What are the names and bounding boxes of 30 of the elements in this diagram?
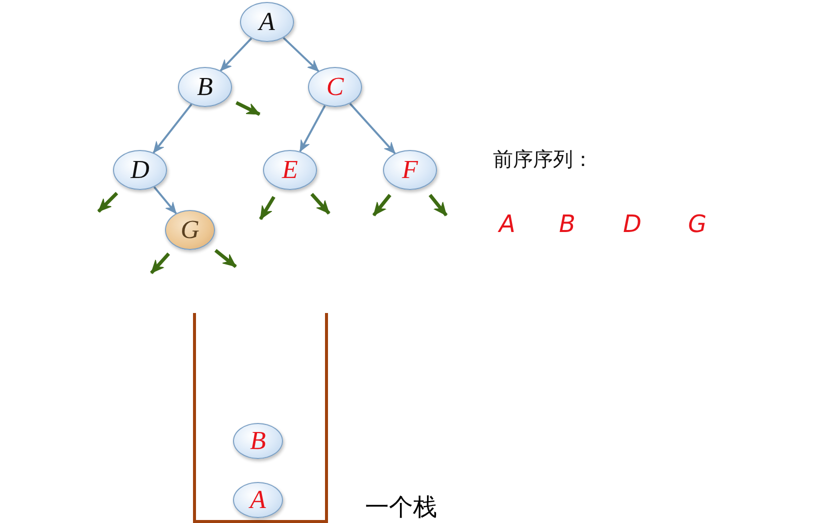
sequence-letter: A	[499, 210, 516, 238]
stack-container	[193, 313, 328, 523]
stack-item-ellipse: A	[233, 482, 283, 518]
sequence-heading: 前序序列：	[493, 146, 593, 173]
null-pointer-arrow	[259, 196, 276, 220]
tree-node-ellipse: A	[240, 2, 294, 42]
tree-node-ellipse: D	[113, 150, 167, 190]
tree-node-ellipse: C	[308, 67, 362, 107]
tree-node-ellipse: F	[383, 150, 437, 190]
arrow	[220, 38, 252, 72]
null-pointer-arrow	[97, 192, 118, 213]
null-pointer-arrow	[214, 249, 237, 268]
arrow	[152, 104, 192, 154]
tree-node-ellipse: G	[165, 210, 215, 250]
null-pointer-arrow	[150, 252, 170, 274]
null-pointer-arrow	[236, 101, 260, 116]
sequence-letter: D	[623, 210, 642, 238]
arrow	[282, 37, 320, 72]
null-pointer-arrow	[310, 192, 330, 215]
tree-node-ellipse: E	[263, 150, 317, 190]
tree-node-ellipse: B	[178, 67, 232, 107]
arrow	[299, 105, 326, 152]
stack-caption: 一个栈	[365, 492, 437, 523]
arrow	[153, 186, 177, 214]
stack-item-ellipse: B	[233, 423, 283, 459]
sequence-letter: G	[688, 210, 707, 238]
null-pointer-arrow	[372, 194, 392, 216]
null-pointer-arrow	[428, 194, 448, 216]
sequence-letter: B	[559, 210, 576, 238]
arrow	[349, 102, 396, 154]
